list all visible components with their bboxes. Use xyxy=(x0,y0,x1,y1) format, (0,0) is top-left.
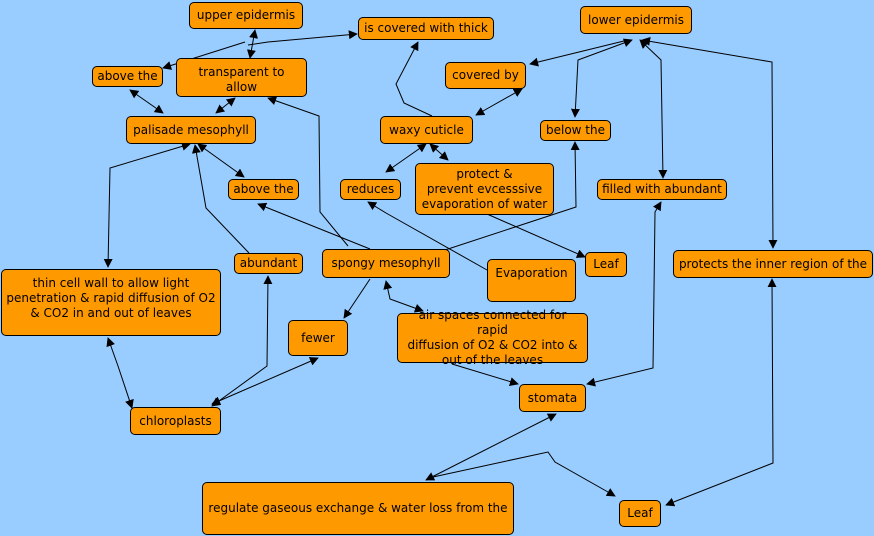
node-transparent-to-allow[interactable]: transparent to allow xyxy=(176,58,307,97)
link-stomata-regulate xyxy=(425,413,557,481)
link-lower-epidermis-covered-by xyxy=(529,39,629,67)
link-above-the-spongy xyxy=(257,202,371,250)
node-leaf-2[interactable]: Leaf xyxy=(619,500,661,527)
link-transparent-spongy xyxy=(267,96,349,247)
link-lower-epidermis-protects xyxy=(641,36,778,249)
link-waxy-cuticle-protect xyxy=(429,143,449,161)
node-regulate-gaseous-exchange[interactable]: regulate gaseous exchange & water loss f… xyxy=(202,482,514,535)
node-protects-inner-region[interactable]: protects the inner region of the xyxy=(673,250,873,278)
node-covered-by[interactable]: covered by xyxy=(445,62,526,89)
node-above-the-1[interactable]: above the xyxy=(92,66,163,87)
node-is-covered-with-thick[interactable]: is covered with thick xyxy=(358,17,494,40)
node-chloroplasts[interactable]: chloroplasts xyxy=(130,407,221,435)
link-protect-leaf xyxy=(486,213,586,258)
link-spongy-fewer xyxy=(343,278,371,319)
node-palisade-mesophyll[interactable]: palisade mesophyll xyxy=(126,116,256,144)
link-below-the-spongy xyxy=(444,141,580,251)
link-palisade-abundant xyxy=(191,144,250,254)
link-protects-leaf xyxy=(665,278,777,507)
link-above-the-palisade xyxy=(129,89,164,114)
node-lower-epidermis[interactable]: lower epidermis xyxy=(580,6,692,34)
link-palisade-above-the xyxy=(197,143,245,178)
node-air-spaces[interactable]: air spaces connected for rapid diffusion… xyxy=(397,308,588,367)
link-spongy-air-spaces xyxy=(383,280,424,313)
link-palisade-thin-cell-wall xyxy=(103,142,191,268)
node-spongy-mesophyll[interactable]: spongy mesophyll xyxy=(322,249,450,278)
node-above-the-2[interactable]: above the xyxy=(228,179,299,200)
link-covered-by-waxy-cuticle xyxy=(475,88,523,116)
node-below-the[interactable]: below the xyxy=(540,120,611,141)
link-lower-epidermis-below-the xyxy=(570,38,633,118)
node-abundant[interactable]: abundant xyxy=(234,253,303,274)
link-filled-stomata xyxy=(586,201,662,387)
node-leaf-1[interactable]: Leaf xyxy=(585,252,627,277)
link-air-spaces-stomata xyxy=(451,363,519,386)
node-fewer[interactable]: fewer xyxy=(288,320,348,356)
link-regulate-leaf xyxy=(432,451,616,497)
link-upper-epidermis-is-covered xyxy=(247,30,358,46)
node-stomata[interactable]: stomata xyxy=(519,384,586,412)
node-evaporation[interactable]: Evaporation xyxy=(487,259,576,302)
link-fewer-chloroplasts xyxy=(211,357,319,405)
node-waxy-cuticle[interactable]: waxy cuticle xyxy=(380,116,473,144)
link-waxy-cuticle-reduces xyxy=(385,143,427,173)
node-filled-with-abundant[interactable]: filled with abundant xyxy=(597,179,727,200)
node-upper-epidermis[interactable]: upper epidermis xyxy=(189,2,303,29)
link-transparent-palisade xyxy=(215,97,236,114)
link-lower-epidermis-filled xyxy=(639,39,668,179)
link-reduces-evaporation xyxy=(367,201,488,271)
link-is-covered-waxy-cuticle xyxy=(395,41,433,117)
node-thin-cell-wall[interactable]: thin cell wall to allow light penetratio… xyxy=(1,269,221,336)
node-reduces[interactable]: reduces xyxy=(340,179,401,200)
node-protect-prevent-evaporation[interactable]: protect & prevent evcesssive evaporation… xyxy=(415,163,554,215)
link-thin-cell-wall-chloroplasts xyxy=(106,337,134,409)
